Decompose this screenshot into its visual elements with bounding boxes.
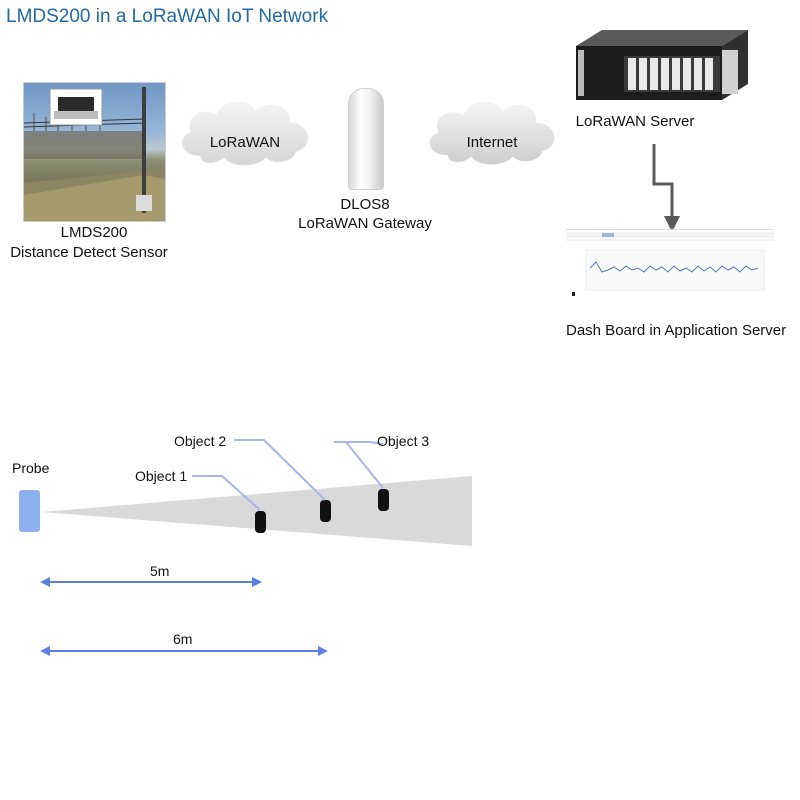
distance-arrow-6m <box>40 646 328 656</box>
gateway-icon <box>348 88 384 190</box>
distance-arrow-5m <box>40 577 262 587</box>
lorawan-cloud-icon <box>180 99 310 167</box>
distance-5m-label: 5m <box>150 563 170 579</box>
object-2-label: Object 2 <box>174 433 227 449</box>
object-1-marker <box>255 511 266 533</box>
probe-icon <box>19 490 40 532</box>
internet-cloud-icon <box>427 99 557 167</box>
object-2-marker <box>320 500 331 522</box>
connector-arrow <box>652 144 680 232</box>
object-3-label: Object 3 <box>377 433 430 449</box>
probe-label: Probe <box>12 460 50 476</box>
sensor-photo <box>23 82 166 222</box>
object-2-leader <box>234 439 326 501</box>
sensor-description: Distance Detect Sensor <box>10 244 168 261</box>
server-icon <box>576 30 748 100</box>
gateway-name: DLOS8 <box>340 196 390 213</box>
object-1-leader <box>192 475 261 511</box>
object-3-marker <box>378 489 389 511</box>
server-label: LoRaWAN Server <box>575 113 695 130</box>
gateway-description: LoRaWAN Gateway <box>298 215 432 232</box>
object-1-label: Object 1 <box>135 468 188 484</box>
lorawan-cloud-label: LoRaWAN <box>209 134 281 151</box>
distance-6m-label: 6m <box>173 631 193 647</box>
internet-cloud-label: Internet <box>466 134 518 151</box>
dashboard-label: Dash Board in Application Server <box>566 322 787 339</box>
sensor-name: LMDS200 <box>60 224 128 241</box>
detection-diagram <box>19 439 472 656</box>
diagram-title: LMDS200 in a LoRaWAN IoT Network <box>6 6 329 27</box>
sensor-beam <box>42 476 472 546</box>
dashboard-screenshot <box>566 229 774 298</box>
